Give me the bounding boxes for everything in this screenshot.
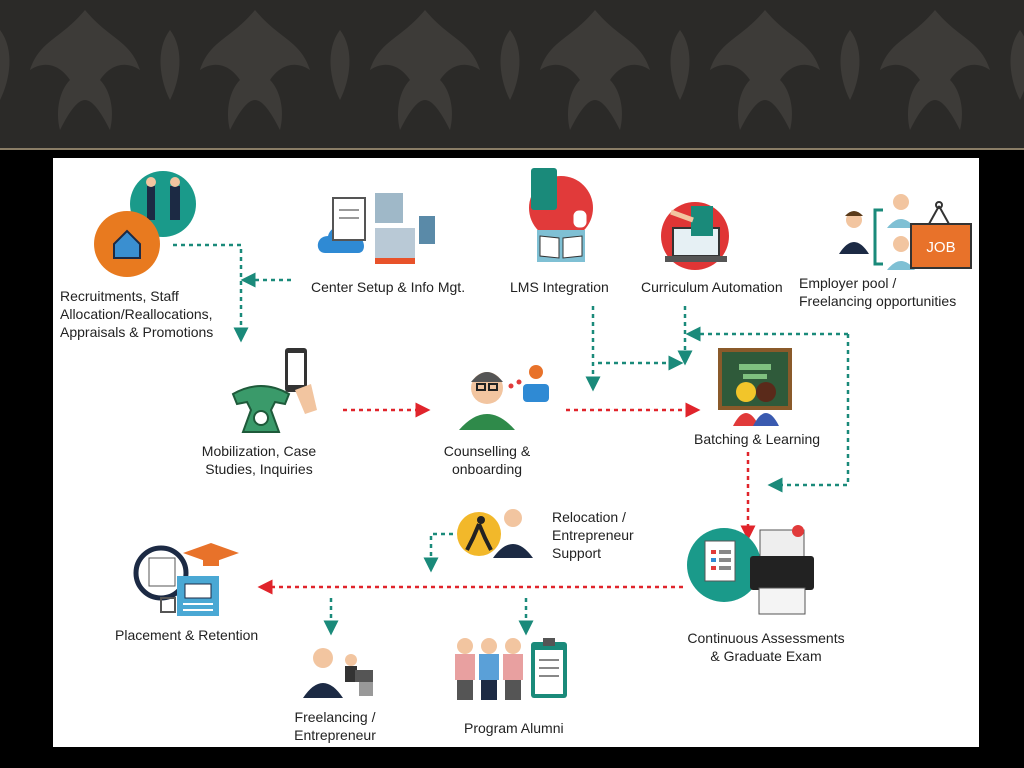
classroom-board-icon <box>718 348 792 426</box>
node-relocation: Relocation / Entrepreneur Support <box>552 509 634 561</box>
node-counselling: Counselling & onboarding <box>443 443 531 477</box>
node-center-setup: Center Setup & Info Mgt. <box>311 279 466 295</box>
cloud-document-icon <box>317 193 435 264</box>
counsellor-icon <box>459 365 549 430</box>
arrows-layer <box>173 243 850 636</box>
lms-tablet-book-icon <box>529 168 593 262</box>
node-mobilization: Mobilization, Case Studies, Inquiries <box>201 443 317 477</box>
node-lms: LMS Integration <box>510 279 609 295</box>
node-recruitments: Recruitments, Staff Allocation/Reallocat… <box>60 288 214 340</box>
node-assessments: Continuous Assessments & Graduate Exam <box>687 630 845 664</box>
printer-document-icon <box>687 525 814 615</box>
arrow-reloc <box>423 532 453 573</box>
node-freelancing: Freelancing / Entrepreneur <box>294 709 376 743</box>
node-alumni: Program Alumni <box>464 720 564 736</box>
node-placement: Placement & Retention <box>115 627 259 643</box>
freelancer-icon <box>303 648 373 698</box>
arrow-emp-down <box>767 334 850 493</box>
curriculum-laptop-icon <box>661 202 729 270</box>
icons-layer: JOB <box>94 168 972 700</box>
damask-banner <box>0 0 1024 148</box>
placement-icon <box>133 543 239 616</box>
arrow-recruit-down <box>173 243 249 343</box>
node-employer: Employer pool / Freelancing opportunitie… <box>799 275 957 309</box>
recruitment-people-icon <box>94 171 196 277</box>
node-batching: Batching & Learning <box>694 431 821 447</box>
alumni-group-icon <box>455 638 567 700</box>
job-sign-text: JOB <box>926 239 955 256</box>
diagram-slide: JOB <box>53 158 979 747</box>
phone-icon <box>231 348 317 433</box>
employer-people-icon: JOB <box>839 194 972 270</box>
relocation-icon <box>457 509 533 558</box>
node-curriculum: Curriculum Automation <box>641 279 783 295</box>
damask-pattern <box>0 0 1024 148</box>
banner-divider <box>0 148 1024 150</box>
